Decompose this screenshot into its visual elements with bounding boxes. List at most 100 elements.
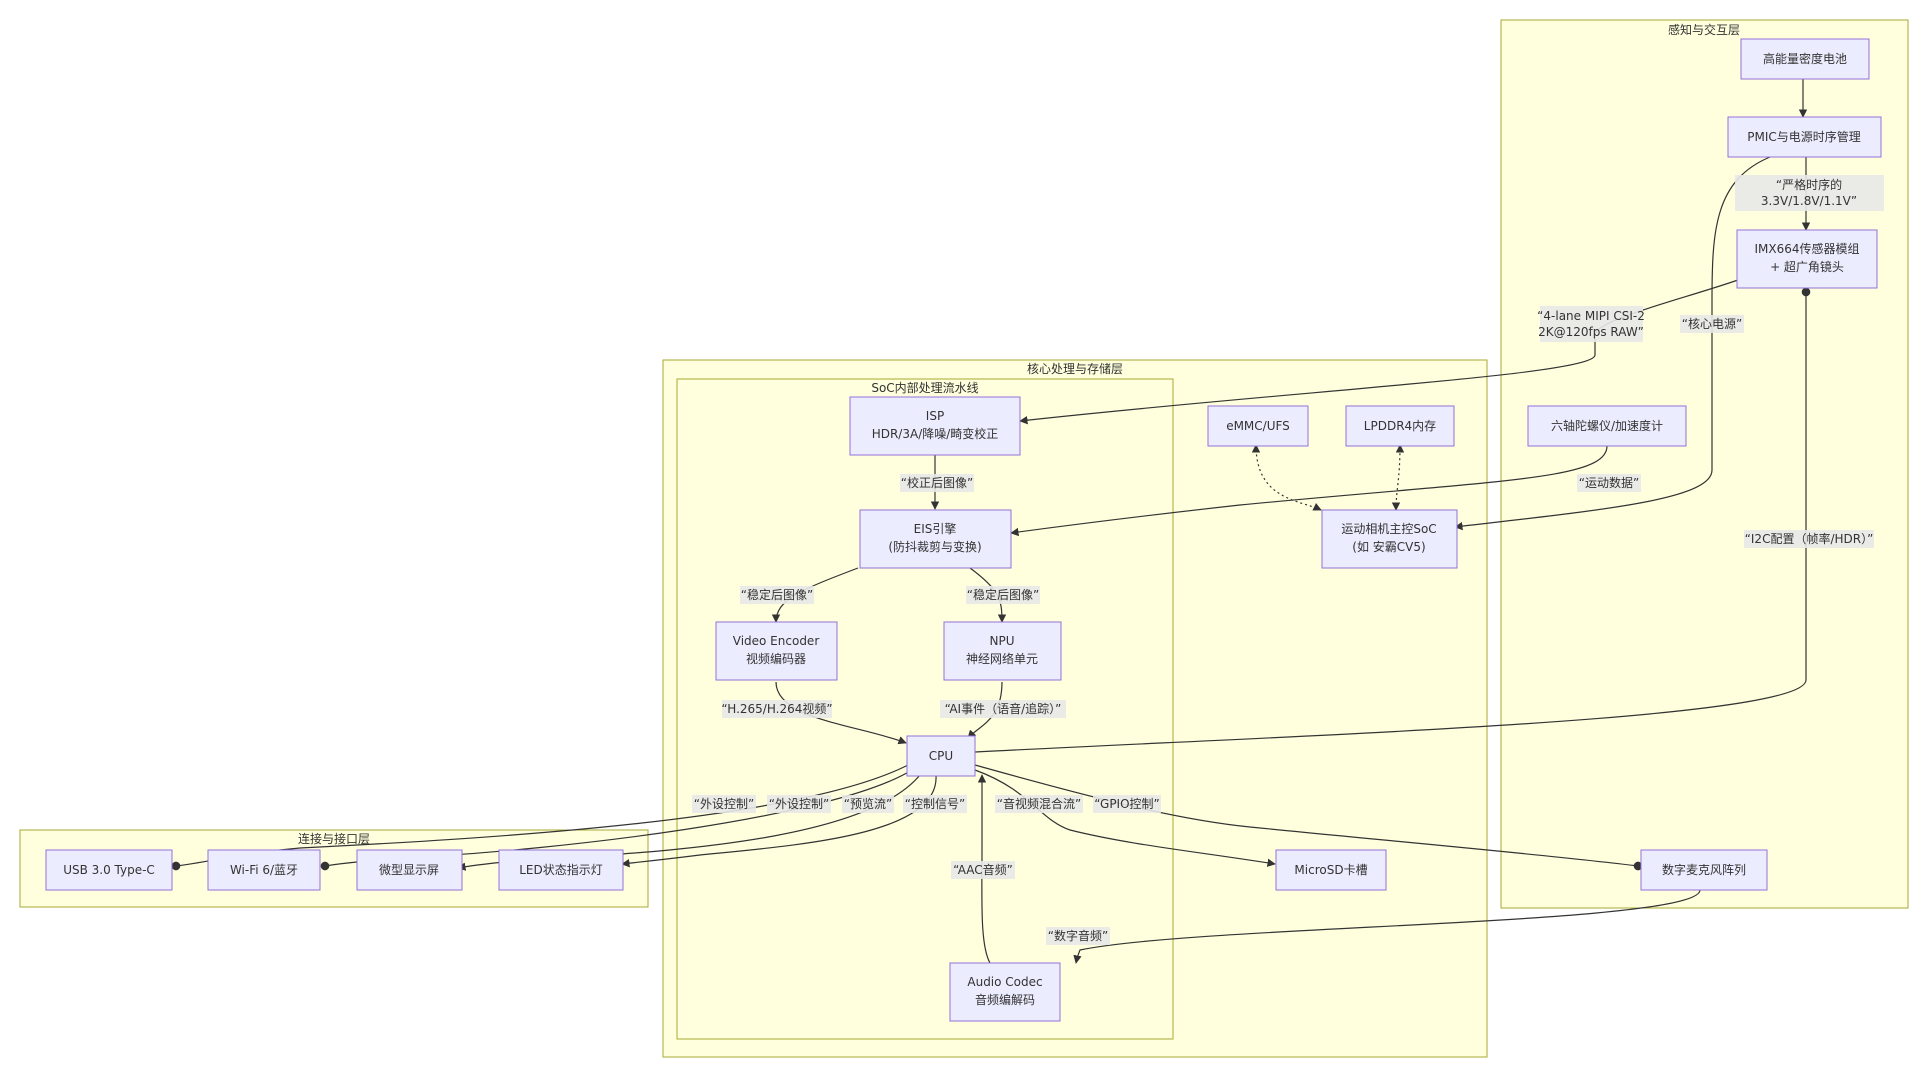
svg-text:微型显示屏: 微型显示屏	[379, 863, 439, 877]
edge-soc-emmc	[1251, 444, 1322, 511]
edge-label-ctrl: “控制信号”	[903, 795, 967, 813]
svg-text:“严格时序的: “严格时序的	[1776, 177, 1842, 192]
edge-label-mipi: “4-lane MIPI CSI-2 2K@120fps RAW”	[1537, 306, 1645, 342]
svg-text:Wi-Fi 6/蓝牙: Wi-Fi 6/蓝牙	[230, 863, 298, 877]
svg-text:LED状态指示灯: LED状态指示灯	[519, 862, 603, 877]
svg-text:IMX664传感器模组: IMX664传感器模组	[1754, 241, 1859, 256]
svg-text:“预览流”: “预览流”	[844, 796, 892, 811]
edge-cpu-microsd	[974, 769, 1276, 867]
edge-label-aac: “AAC音频”	[951, 861, 1015, 879]
svg-text:LPDDR4内存: LPDDR4内存	[1364, 419, 1436, 433]
cluster-sense-title: 感知与交互层	[1668, 22, 1740, 37]
edge-label-core-power: “核心电源”	[1680, 315, 1744, 333]
node-wifi-bt: Wi-Fi 6/蓝牙	[207, 849, 321, 891]
edge-label-corrected: “校正后图像”	[900, 474, 974, 492]
node-gyro: 六轴陀螺仪/加速度计	[1527, 405, 1687, 447]
node-isp: ISP HDR/3A/降噪/畸变校正	[849, 396, 1021, 456]
node-led-indicator: LED状态指示灯	[498, 849, 624, 891]
svg-text:“音视频混合流”: “音视频混合流”	[997, 796, 1081, 811]
node-usb-typec: USB 3.0 Type-C	[45, 849, 173, 891]
svg-text:(防抖裁剪与变换): (防抖裁剪与变换)	[888, 539, 981, 554]
svg-text:六轴陀螺仪/加速度计: 六轴陀螺仪/加速度计	[1551, 418, 1663, 433]
svg-text:USB 3.0 Type-C: USB 3.0 Type-C	[63, 863, 155, 877]
svg-text:MicroSD卡槽: MicroSD卡槽	[1294, 863, 1367, 877]
svg-text:“校正后图像”: “校正后图像”	[901, 475, 973, 490]
svg-text:“外设控制”: “外设控制”	[694, 797, 754, 811]
svg-text:运动相机主控SoC: 运动相机主控SoC	[1341, 522, 1436, 536]
node-pmic: PMIC与电源时序管理	[1727, 116, 1882, 158]
svg-text:Audio Codec: Audio Codec	[967, 975, 1042, 989]
node-lpddr4: LPDDR4内存	[1345, 405, 1455, 447]
svg-text:2K@120fps RAW”: 2K@120fps RAW”	[1538, 325, 1644, 339]
edge-label-stab1: “稳定后图像”	[740, 586, 814, 604]
edge-label-avmix: “音视频混合流”	[995, 795, 1083, 813]
edge-label-stab2: “稳定后图像”	[966, 586, 1040, 604]
node-micro-display: 微型显示屏	[356, 849, 463, 891]
node-cpu: CPU	[906, 735, 976, 777]
edge-cpu-mic	[974, 764, 1643, 871]
edge-label-periph2: “外设控制”	[767, 795, 831, 813]
edge-label-h265: “H.265/H.264视频”	[721, 700, 833, 718]
svg-text:视频编码器: 视频编码器	[746, 651, 806, 666]
svg-text:音频编解码: 音频编解码	[975, 992, 1035, 1007]
svg-text:“数字音频”: “数字音频”	[1048, 928, 1108, 943]
svg-text:高能量密度电池: 高能量密度电池	[1763, 51, 1847, 66]
svg-text:“AI事件（语音/追踪）”: “AI事件（语音/追踪）”	[945, 701, 1062, 716]
node-mic-array: 数字麦克风阵列	[1640, 849, 1768, 891]
edge-label-timing: “严格时序的 3.3V/1.8V/1.1V”	[1735, 175, 1884, 211]
svg-text:CPU: CPU	[929, 749, 953, 763]
svg-text:“稳定后图像”: “稳定后图像”	[967, 587, 1039, 602]
svg-text:PMIC与电源时序管理: PMIC与电源时序管理	[1747, 129, 1861, 144]
edge-venc-cpu	[775, 681, 907, 745]
node-emmc: eMMC/UFS	[1207, 405, 1309, 447]
node-eis: EIS引擎 (防抖裁剪与变换)	[859, 509, 1012, 569]
edge-label-ai: “AI事件（语音/追踪）”	[940, 700, 1066, 718]
edge-mic-codec	[1073, 889, 1701, 964]
node-video-encoder: Video Encoder 视频编码器	[715, 621, 838, 681]
svg-text:NPU: NPU	[990, 634, 1015, 648]
edge-codec-cpu	[977, 774, 991, 964]
node-audio-codec: Audio Codec 音频编解码	[949, 962, 1061, 1022]
svg-text:“稳定后图像”: “稳定后图像”	[741, 587, 813, 602]
svg-text:“I2C配置（帧率/HDR）”: “I2C配置（帧率/HDR）”	[1745, 531, 1874, 546]
svg-text:EIS引擎: EIS引擎	[914, 521, 957, 536]
svg-text:3.3V/1.8V/1.1V”: 3.3V/1.8V/1.1V”	[1761, 194, 1857, 208]
cluster-conn-title: 连接与接口层	[298, 831, 370, 846]
node-imx664: IMX664传感器模组 + 超广角镜头	[1736, 229, 1878, 289]
node-main-soc: 运动相机主控SoC (如 安霸CV5)	[1321, 509, 1458, 569]
svg-text:Video Encoder: Video Encoder	[733, 634, 820, 648]
svg-text:ISP: ISP	[926, 409, 944, 423]
edge-npu-cpu	[967, 681, 1003, 739]
svg-text:(如 安霸CV5): (如 安霸CV5)	[1352, 539, 1425, 554]
node-npu: NPU 神经网络单元	[943, 621, 1062, 681]
svg-text:数字麦克风阵列: 数字麦克风阵列	[1662, 862, 1746, 877]
edge-cpu-imx	[974, 287, 1811, 753]
cluster-core-title: 核心处理与存储层	[1027, 361, 1123, 376]
edge-label-i2c: “I2C配置（帧率/HDR）”	[1744, 530, 1874, 548]
svg-text:“AAC音频”: “AAC音频”	[953, 862, 1013, 877]
svg-text:“核心电源”: “核心电源”	[1682, 317, 1742, 331]
svg-text:“4-lane MIPI CSI-2: “4-lane MIPI CSI-2	[1537, 309, 1645, 323]
svg-text:“H.265/H.264视频”: “H.265/H.264视频”	[721, 701, 832, 716]
svg-text:神经网络单元: 神经网络单元	[966, 651, 1038, 666]
node-battery: 高能量密度电池	[1740, 38, 1870, 80]
node-microsd: MicroSD卡槽	[1275, 849, 1387, 891]
edge-label-periph1: “外设控制”	[692, 795, 756, 813]
svg-text:“外设控制”: “外设控制”	[769, 797, 829, 811]
svg-text:“运动数据”: “运动数据”	[1579, 475, 1639, 490]
edge-label-digaudio: “数字音频”	[1046, 927, 1110, 945]
edge-pmic-soc	[1454, 156, 1771, 531]
edge-imx-isp	[1019, 279, 1739, 425]
svg-text:eMMC/UFS: eMMC/UFS	[1226, 419, 1290, 433]
svg-text:“控制信号”: “控制信号”	[905, 797, 965, 811]
edge-label-motion: “运动数据”	[1577, 474, 1641, 492]
cluster-soc-pipeline-title: SoC内部处理流水线	[871, 380, 978, 395]
cluster-sense: 感知与交互层	[1500, 19, 1909, 909]
svg-text:+ 超广角镜头: + 超广角镜头	[1770, 259, 1844, 274]
svg-text:HDR/3A/降噪/畸变校正: HDR/3A/降噪/畸变校正	[872, 426, 999, 441]
edge-label-gpio: “GPIO控制”	[1093, 795, 1161, 813]
edge-label-preview: “预览流”	[842, 795, 894, 813]
svg-text:“GPIO控制”: “GPIO控制”	[1094, 797, 1160, 811]
edge-soc-lpddr	[1391, 444, 1405, 511]
